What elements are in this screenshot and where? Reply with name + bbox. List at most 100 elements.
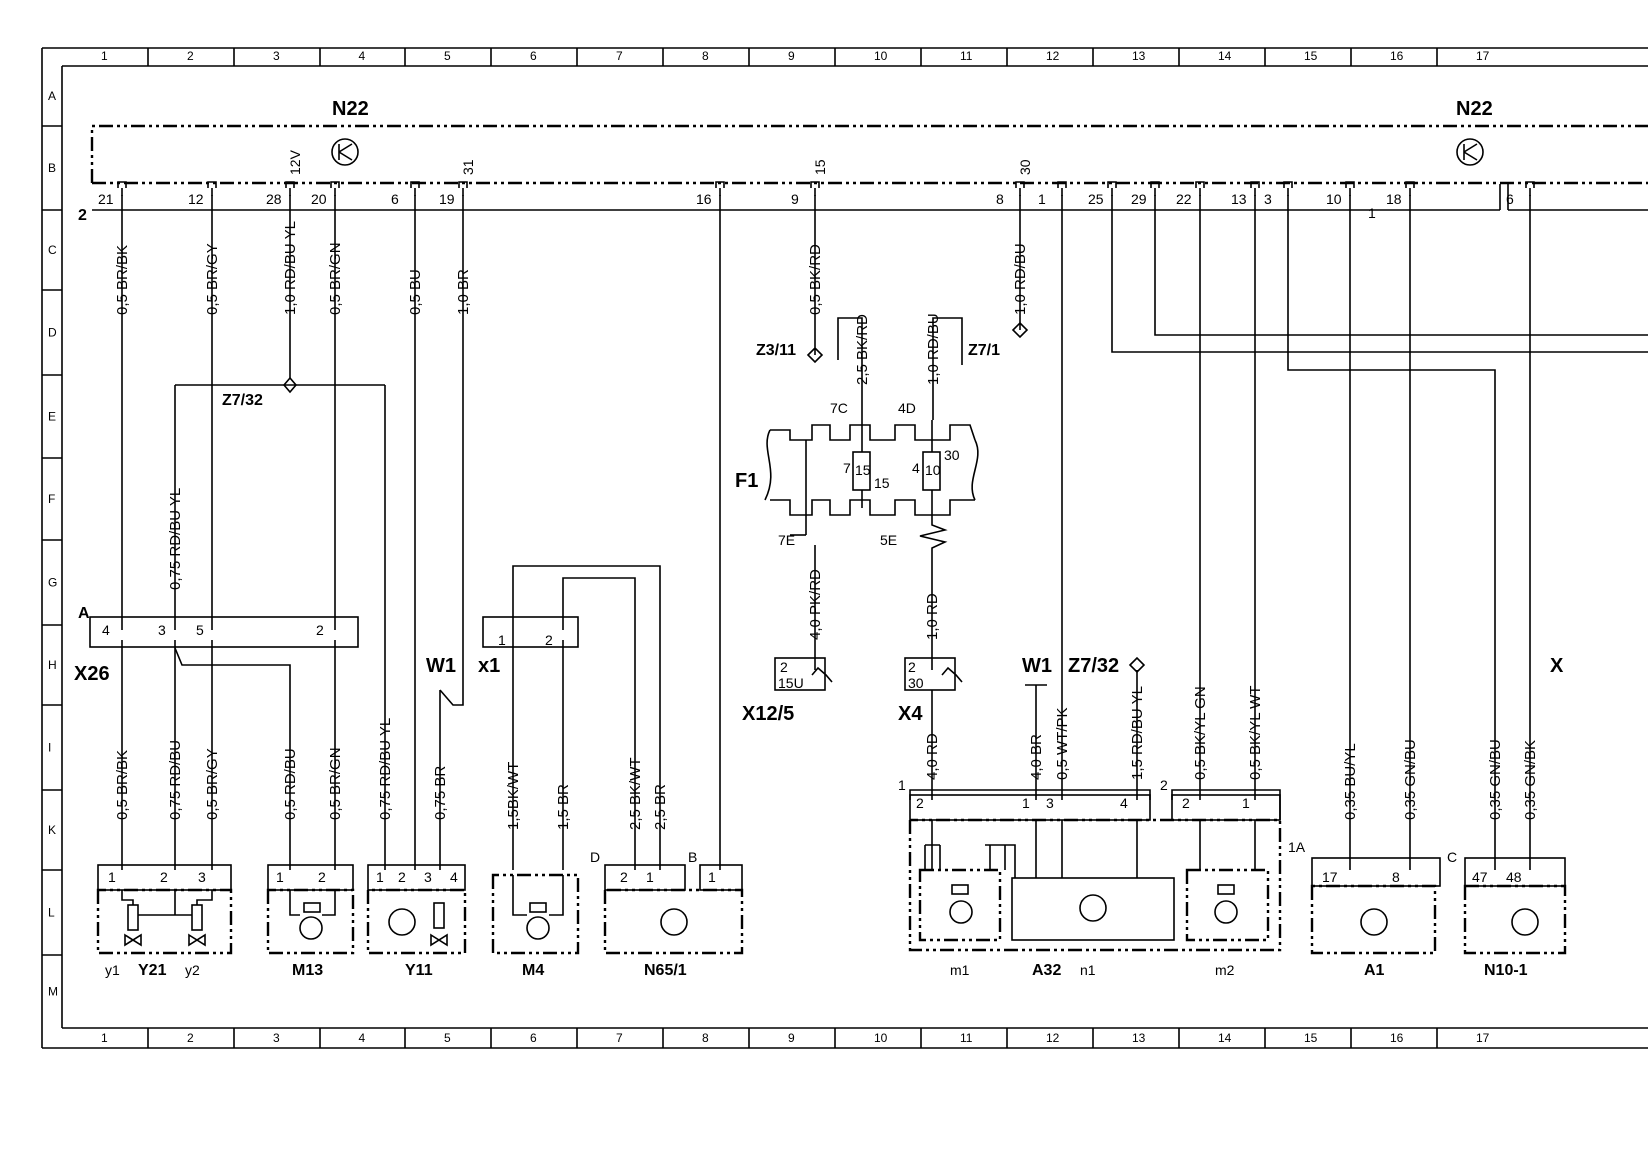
x26-pin-number: 2 (316, 622, 324, 638)
n22-pin-contact (1057, 181, 1067, 196)
fuse-15-label: 15 (855, 462, 871, 478)
x26-pin-number: 3 (158, 622, 166, 638)
n22-pin-contact (1107, 181, 1117, 196)
n65-pin-number: 1 (646, 869, 654, 885)
a32-right-pin-number: 1 (1242, 795, 1250, 811)
n22-pin-contact (1250, 181, 1260, 196)
grid-row-label: H (48, 658, 57, 672)
x12-pin-number: 2 (780, 659, 788, 675)
grid-col-label: 3 (273, 1031, 280, 1045)
grid-col-label: 15 (1304, 49, 1318, 63)
wire-label: 0,75 RD/BU (167, 740, 184, 820)
x4-label: X4 (898, 703, 923, 725)
n22-pin-number: 12 (188, 191, 204, 207)
n22-pin-number: 29 (1131, 191, 1147, 207)
x26-pin-number: 4 (102, 622, 110, 638)
fuse-box-f1 (764, 195, 1029, 800)
grid-row-label: F (48, 492, 55, 506)
a1-pin-number: 8 (1392, 869, 1400, 885)
a1-label: A1 (1364, 962, 1385, 979)
wire-label: 0,35 GN/BK (1522, 740, 1539, 820)
n22-pin-contact (810, 181, 820, 196)
n22-pin-number: 16 (696, 191, 712, 207)
grid-col-label: 2 (187, 49, 194, 63)
a32-right-pin-number: 2 (1182, 795, 1190, 811)
grid-col-label: 16 (1390, 1031, 1404, 1045)
x12-15u-label: 15U (778, 675, 804, 691)
n10-pin-number: 47 (1472, 869, 1488, 885)
wire-label: 0,35 GN/BU (1487, 739, 1504, 820)
fuse-15b-label: 15 (874, 475, 890, 491)
y11-pin-number: 1 (376, 869, 384, 885)
z3-11-label: Z3/11 (756, 342, 796, 359)
n65-label: N65/1 (644, 962, 687, 979)
wire-label: 0,5 WT/PK (1054, 707, 1071, 780)
n22-pin-contact (1015, 181, 1025, 196)
grid-col-label: 17 (1476, 1031, 1490, 1045)
n22-pin-contact (458, 181, 468, 196)
m13-label: M13 (292, 962, 323, 979)
n22-pin-number: 21 (98, 191, 114, 207)
wire-label: 0,5 BR/GN (327, 747, 344, 820)
x12-5-label: X12/5 (742, 703, 794, 725)
m13-pin-number: 2 (318, 869, 326, 885)
n22-pin-contact (715, 181, 725, 196)
grid-col-label: 8 (702, 49, 709, 63)
n10-pin-number: 48 (1506, 869, 1522, 885)
grid-col-label: 14 (1218, 49, 1232, 63)
grid-row-label: L (48, 906, 55, 920)
m2-label: m2 (1215, 962, 1235, 978)
grid-row-label: C (48, 243, 57, 257)
grid-col-label: 5 (444, 1031, 451, 1045)
grid-row-label: K (48, 823, 56, 837)
wire-label: 1,0 RD/BU (925, 313, 942, 385)
grid-col-label: 3 (273, 49, 280, 63)
fuse-30-label: 30 (944, 447, 960, 463)
wire-label: 1,5BK/WT (505, 762, 522, 830)
text-labels: Z7/32 Z3/11 Z7/1 F1 X26 A W1 W1 Z7/32 x1… (74, 205, 1564, 979)
wire-label: 4,0 PK/RD (807, 569, 824, 640)
a32-pin-number: 4 (1120, 795, 1128, 811)
n22-pin-number: 9 (791, 191, 799, 207)
wire-label: 2,5 BK/WT (627, 757, 644, 830)
y11-label: Y11 (405, 962, 433, 979)
grid-col-label: 11 (960, 1031, 973, 1045)
x1-label: x1 (478, 655, 500, 677)
n22-pin-number: 25 (1088, 191, 1104, 207)
n22-pin-number: 6 (1506, 191, 1514, 207)
y1-label: y1 (105, 962, 120, 978)
a32-pin-number: 3 (1046, 795, 1054, 811)
fuse-7c-label: 7C (830, 400, 848, 416)
wire-label: 0,35 BU/YL (1342, 743, 1359, 820)
wire-label: 1,5 RD/BU YL (1129, 686, 1146, 780)
grid-col-label: 8 (702, 1031, 709, 1045)
a1-pin-number: 17 (1322, 869, 1338, 885)
grid-col-label: 17 (1476, 49, 1490, 63)
n22-pin-number: 10 (1326, 191, 1342, 207)
n22-pin-tag: 31 (460, 159, 476, 175)
grid-col-label: 12 (1046, 49, 1060, 63)
m4-label: M4 (522, 962, 544, 979)
wire-label: 0,5 BR/BK (114, 750, 131, 820)
wire-label: 4,0 RD (924, 733, 941, 780)
m1-label: m1 (950, 962, 970, 978)
grid-col-label: 7 (616, 49, 623, 63)
grid-col-label: 12 (1046, 1031, 1060, 1045)
b-label: B (688, 849, 697, 865)
grid-col-label: 6 (530, 49, 537, 63)
fuse-4d-label: 4D (898, 400, 916, 416)
grid-col-label: 13 (1132, 1031, 1146, 1045)
n22-pin-contact (1405, 181, 1415, 196)
n22-pin-contact (1345, 181, 1355, 196)
x26-pin-number: 5 (196, 622, 204, 638)
w1b-label: W1 (1022, 655, 1052, 677)
fuse-7e-label: 7E (778, 532, 795, 548)
grid-row-label: I (48, 741, 51, 755)
grid-col-label: 16 (1390, 49, 1404, 63)
n22-pin-number: 22 (1176, 191, 1192, 207)
z7-1-label: Z7/1 (968, 342, 1000, 359)
c-label: C (1447, 849, 1457, 865)
grid-col-label: 6 (530, 1031, 537, 1045)
y21-pin-number: 2 (160, 869, 168, 885)
